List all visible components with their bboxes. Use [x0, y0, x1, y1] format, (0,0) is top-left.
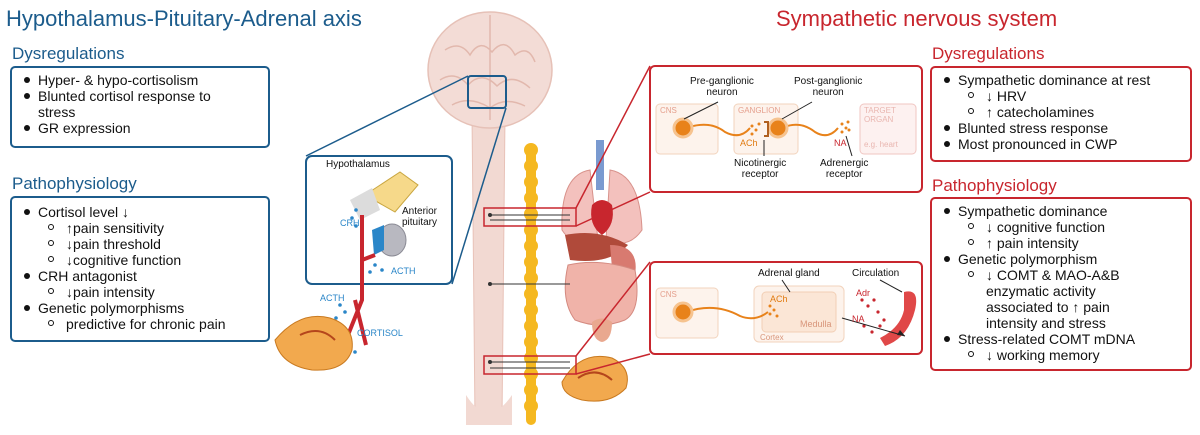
- hpa-title: Hypothalamus-Pituitary-Adrenal axis: [6, 6, 362, 31]
- sns-path-subitem: ↓ cognitive function: [938, 219, 1184, 235]
- adrenal-gland-left: [274, 315, 353, 371]
- sns-path-subitem-cont: enzymatic activity: [986, 283, 1096, 299]
- ach-label-1: ACh: [740, 138, 758, 148]
- hypothalamus-shape: [364, 171, 419, 213]
- hpa-dys-item: Blunted cortisol response to: [18, 88, 262, 104]
- anterior-pituitary-label: Anterior pituitary: [402, 206, 438, 228]
- cns-label-2: CNS: [660, 290, 677, 299]
- sns-level-box-upper: [483, 207, 577, 227]
- hpa-path-item: Cortisol level ↓: [18, 204, 262, 220]
- ach-label-2: ACh: [770, 294, 788, 304]
- hpa-dys-item: GR expression: [18, 120, 262, 136]
- hpa-path-subitem: ↑pain sensitivity: [18, 220, 262, 236]
- sns-level-box-lower: [483, 355, 577, 375]
- hpa-path-subitem: predictive for chronic pain: [18, 316, 262, 332]
- hpa-path-subitem: ↓pain intensity: [18, 284, 262, 300]
- pre-ganglionic-soma: [672, 117, 694, 139]
- hypothalamus-label: Hypothalamus: [326, 159, 390, 170]
- pre-ganglionic-label: Pre-ganglionic neuron: [690, 76, 754, 98]
- sns-dysregulations-heading: Dysregulations: [932, 44, 1045, 63]
- catecholamine-dots: [860, 298, 886, 334]
- ganglion-box: [733, 103, 799, 155]
- medulla-label: Medulla: [800, 319, 832, 329]
- cns-label-1: CNS: [660, 106, 677, 115]
- nicotinergic-receptor-label: Nicotinergic receptor: [734, 158, 787, 180]
- target-organ-box: [859, 103, 917, 155]
- trachea: [596, 140, 604, 190]
- blood-vessel: [342, 215, 376, 346]
- nerve-fibers: [490, 214, 570, 369]
- hpa-path-item: CRH antagonist: [18, 268, 262, 284]
- adr-label: Adr: [856, 288, 871, 298]
- hpa-dysregulations-box: Hyper- & hypo-cortisolism Blunted cortis…: [10, 66, 270, 148]
- hpa-dys-item: Hyper- & hypo-cortisolism: [18, 72, 262, 88]
- spinal-base: [466, 395, 512, 425]
- nicotinergic-receptor-icon: [764, 121, 769, 137]
- adrenal-medulla-box: [761, 291, 837, 333]
- acth-label-2: ACTH: [320, 293, 345, 303]
- sns-path-subitem-cont: associated to ↑ pain: [986, 299, 1110, 315]
- hpa-dys-item-cont: stress: [38, 104, 76, 120]
- sns-pathophysiology-box: Sympathetic dominance ↓ cognitive functi…: [930, 197, 1192, 371]
- sns-path-subitem-cont: intensity and stress: [986, 315, 1106, 331]
- adrenergic-receptor-label: Adrenergic receptor: [820, 158, 869, 180]
- target-organ-label: TARGET ORGAN: [864, 106, 896, 124]
- blood-vessel-circulation: [880, 291, 917, 346]
- na-label-1: NA: [834, 138, 847, 148]
- hypothalamus-highlight-box: [467, 75, 507, 109]
- ganglion-label: GANGLION: [738, 106, 781, 115]
- post-ganglionic-label: Post-ganglionic neuron: [794, 76, 863, 98]
- bladder-icon: [592, 318, 612, 342]
- sns-path-item: Sympathetic dominance: [938, 203, 1184, 219]
- sns-title: Sympathetic nervous system: [776, 6, 1058, 31]
- sympathetic-ganglia: [524, 143, 538, 413]
- sns-path-item: Genetic polymorphism: [938, 251, 1184, 267]
- sns-path-subitem: ↓ COMT & MAO-A&B: [938, 267, 1184, 283]
- hpa-path-subitem: ↓cognitive function: [18, 252, 262, 268]
- hpa-pathophysiology-heading: Pathophysiology: [12, 174, 137, 193]
- preganglionic-axon-2: [685, 306, 769, 320]
- acth-label-1: ACTH: [391, 266, 416, 276]
- cortisol-label: CORTISOL: [357, 328, 403, 338]
- sns-path-item: Stress-related COMT mDNA: [938, 331, 1184, 347]
- brain-folds: [439, 15, 536, 120]
- eg-heart-label: e.g. heart: [864, 140, 898, 149]
- intestines-icon: [564, 261, 638, 326]
- sns-dys-subitem: ↑ catecholamines: [938, 104, 1184, 120]
- sns-path-subitem: ↓ working memory: [938, 347, 1184, 363]
- cns-soma-2: [672, 301, 694, 323]
- sns-pathophysiology-heading: Pathophysiology: [932, 176, 1057, 195]
- circulation-label: Circulation: [852, 268, 900, 279]
- hpa-path-subitem: ↓pain threshold: [18, 236, 262, 252]
- hpa-dysregulations-heading: Dysregulations: [12, 44, 125, 63]
- sns-dys-item: Most pronounced in CWP: [938, 136, 1184, 152]
- hpa-pathophysiology-box: Cortisol level ↓ ↑pain sensitivity ↓pain…: [10, 196, 270, 342]
- hpa-path-item: Genetic polymorphisms: [18, 300, 262, 316]
- sns-path-subitem: ↑ pain intensity: [938, 235, 1184, 251]
- sns-dys-item: Sympathetic dominance at rest: [938, 72, 1184, 88]
- adrenal-gland-label: Adrenal gland: [758, 268, 820, 279]
- sns-dys-item: Blunted stress response: [938, 120, 1184, 136]
- post-ganglionic-axon: [781, 123, 839, 137]
- sns-dys-subitem: ↓ HRV: [938, 88, 1184, 104]
- adrenal-gland-right: [561, 355, 628, 402]
- na-label-2: NA: [852, 314, 865, 324]
- cortex-label: Cortex: [760, 333, 784, 342]
- pre-ganglionic-axon: [685, 123, 751, 137]
- post-ganglionic-soma: [767, 117, 789, 139]
- heart-icon: [591, 200, 613, 235]
- sns-dysregulations-box: Sympathetic dominance at rest ↓ HRV ↑ ca…: [930, 66, 1192, 162]
- crh-label: CRH: [340, 218, 360, 228]
